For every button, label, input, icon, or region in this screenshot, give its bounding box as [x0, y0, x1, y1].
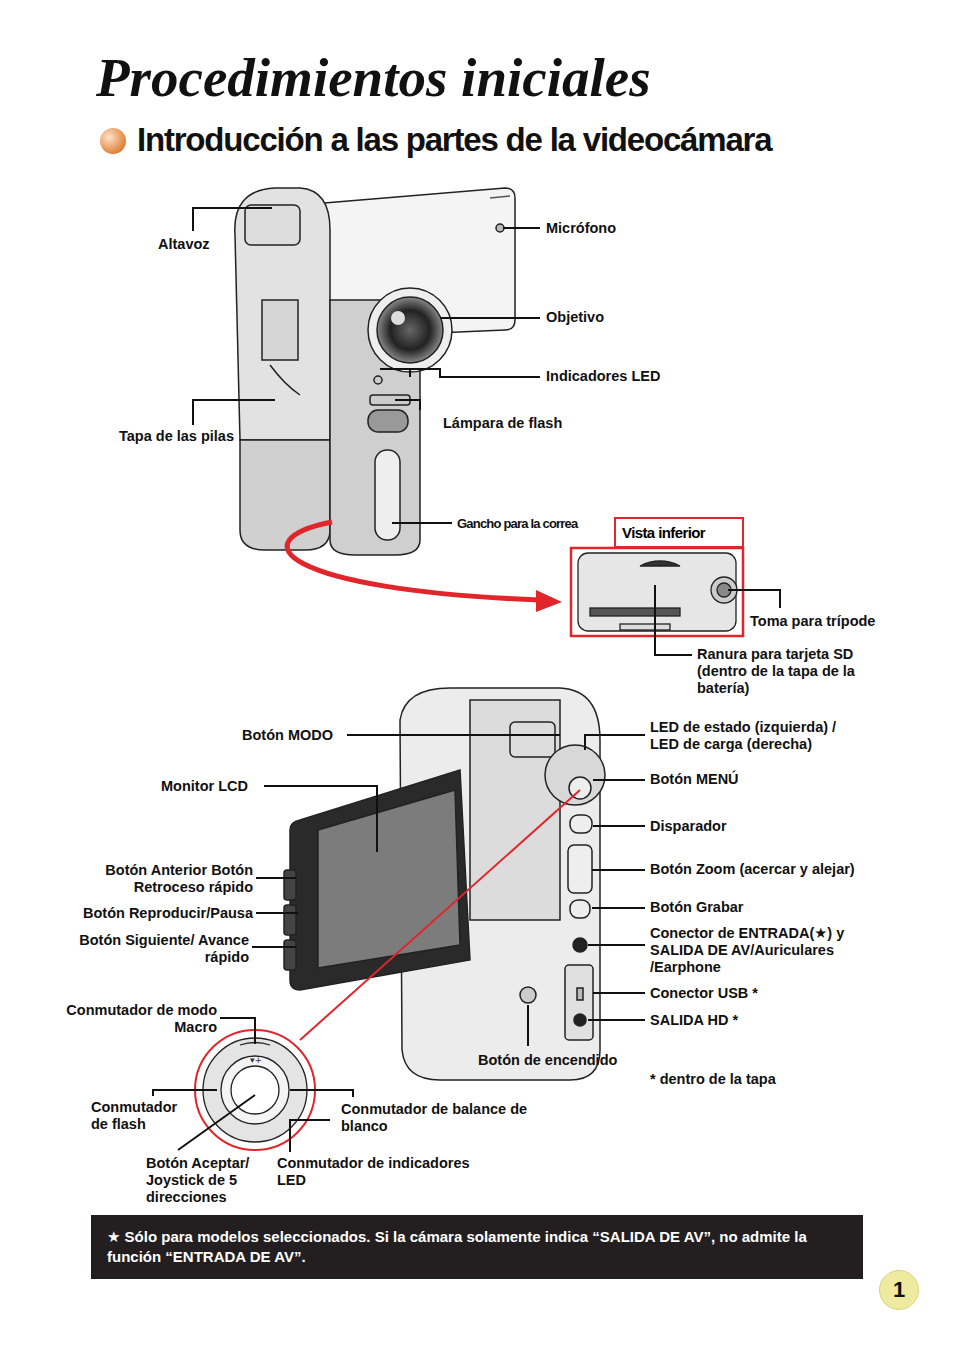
part-label: Disparador [650, 818, 727, 835]
view-tab: Vista inferior [614, 517, 744, 548]
part-label: Micrófono [546, 220, 616, 237]
part-label: Conmutador de balance de blanco [341, 1101, 556, 1135]
part-label: Conmutador de modo Macro [60, 1002, 217, 1036]
svg-text:▾+: ▾+ [250, 1055, 262, 1065]
part-label: Botón Aceptar/ Joystick de 5 direcciones [146, 1155, 274, 1206]
leader-lines [153, 208, 780, 1152]
part-label: Conector USB * [650, 985, 758, 1002]
part-label: Botón Reproducir/Pausa [40, 905, 253, 922]
section-heading: Introducción a las partes de la videocám… [137, 121, 771, 159]
part-label: Ranura para tarjeta SD (dentro de la tap… [697, 646, 882, 697]
part-label: Botón Anterior Botón Retroceso rápido [40, 862, 253, 896]
node-text: Vista inferior [622, 524, 736, 541]
part-label: Botón MODO [242, 727, 333, 744]
part-label: Altavoz [158, 236, 210, 253]
part-label: Lámpara de flash [443, 415, 562, 432]
zoom-line [300, 790, 580, 1040]
front-view [235, 188, 515, 555]
part-label: Botón Zoom (acercar y alejar) [650, 861, 855, 878]
red-arrowhead [536, 590, 562, 612]
part-label: Gancho para la correa [457, 515, 577, 532]
node-text: ★ Sólo para modelos seleccionados. Si la… [107, 1227, 847, 1267]
red-arrow [287, 522, 540, 600]
part-label: Botón Siguiente/ Avance rápido [40, 932, 249, 966]
page-number: 1 [879, 1270, 919, 1310]
bullet [100, 128, 126, 154]
part-label: Conector de ENTRADA(★) y SALIDA DE AV/Au… [650, 925, 880, 976]
part-label: Indicadores LED [546, 368, 660, 385]
part-label: LED de estado (izquierda) / LED de carga… [650, 719, 865, 753]
part-label: Conmutador de flash [91, 1099, 196, 1133]
part-label: Monitor LCD [161, 778, 248, 795]
bottom-view-frame [571, 548, 743, 636]
back-view [284, 688, 605, 1080]
part-label: Botón Grabar [650, 899, 743, 916]
part-label: Botón de encendido [478, 1052, 617, 1069]
node-text: 1 [880, 1271, 918, 1309]
part-label: Toma para trípode [750, 613, 875, 630]
page-title: Procedimientos iniciales [96, 46, 651, 109]
part-label: SALIDA HD * [650, 1012, 738, 1029]
note-band: ★ Sólo para modelos seleccionados. Si la… [91, 1215, 863, 1279]
part-label: Conmutador de indicadores LED [277, 1155, 502, 1189]
bottom-view [578, 553, 737, 631]
part-label: Objetivo [546, 309, 604, 326]
part-label: Botón MENÚ [650, 771, 739, 788]
part-label: Tapa de las pilas [119, 428, 234, 445]
part-label: * dentro de la tapa [650, 1071, 776, 1088]
